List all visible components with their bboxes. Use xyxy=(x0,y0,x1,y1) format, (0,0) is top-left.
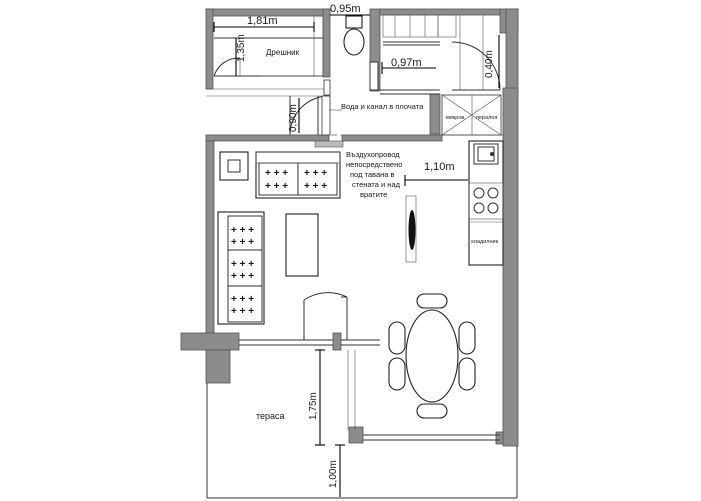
air-duct-label-4: стената и над xyxy=(352,180,401,189)
burner-icon xyxy=(487,187,499,199)
chair-icon xyxy=(416,403,448,419)
burner-icon xyxy=(473,187,485,199)
coffee-table xyxy=(285,213,319,277)
corridor: Вода и канал в плочата микров. пералня xyxy=(214,94,503,148)
cooktop xyxy=(468,182,504,220)
chair-icon xyxy=(458,357,476,391)
cushion-mark: + + + xyxy=(265,168,288,179)
microwave-label: микров. xyxy=(446,115,466,121)
dining-table xyxy=(405,309,459,403)
burner-icon xyxy=(473,202,485,214)
living-room: + + + + + + + + + + + + + + + + + + + + … xyxy=(217,150,417,340)
air-duct-label-2: непосредствено xyxy=(346,160,402,169)
water-sewer-label: Вода и канал в плочата xyxy=(341,102,424,111)
cushion-mark: + + + xyxy=(304,181,327,192)
bathtub-icon xyxy=(382,14,439,38)
terrace-label: тераса xyxy=(256,411,285,421)
dining xyxy=(388,293,476,419)
bathroom xyxy=(343,14,501,95)
dim-bath-right: 0,40m xyxy=(484,50,495,78)
cushion-mark: + + + xyxy=(231,294,254,305)
cushion-mark: + + + xyxy=(231,259,254,270)
cushion-mark: + + + xyxy=(231,271,254,282)
terrace: тераса xyxy=(206,339,518,499)
shaft-box xyxy=(219,151,249,181)
toilet-icon xyxy=(343,28,365,56)
closet: Дрешник xyxy=(206,15,331,97)
cushion-mark: + + + xyxy=(231,237,254,248)
dim-bath-width: 0,97m xyxy=(391,57,422,69)
dim-terrace-depth: 1,00m xyxy=(328,460,339,488)
closet-label: Дрешник xyxy=(266,48,300,57)
cushion-mark: + + + xyxy=(231,306,254,317)
dim-closet-width: 1,81m xyxy=(247,15,278,27)
dimensions: 1,81m 1,35m 0,95m 0,97m 0,40m 0,90m 1,10… xyxy=(213,3,500,497)
chair-icon xyxy=(458,321,476,355)
air-duct-label-1: Въздухопровод xyxy=(346,150,400,159)
dim-gap-top: 0,95m xyxy=(330,3,361,15)
washing-machine-label: пералня xyxy=(476,115,497,121)
burner-icon xyxy=(487,202,499,214)
cushion-mark: + + + xyxy=(231,225,254,236)
chair-icon xyxy=(416,293,448,309)
air-duct-label-5: вратите xyxy=(360,190,387,199)
air-duct-label-3: под тавана в xyxy=(350,170,395,179)
toilet-tank xyxy=(345,15,363,29)
tv-icon xyxy=(408,210,416,250)
fridge-label: хладилник xyxy=(471,239,499,245)
sink-icon xyxy=(473,143,499,165)
tv-console xyxy=(405,195,417,263)
dim-closet-depth: 1,35m xyxy=(236,34,247,62)
cushion-mark: + + + xyxy=(265,181,288,192)
dim-terrace-door: 1,75m xyxy=(308,392,319,420)
kitchen: хладилник xyxy=(468,140,504,266)
terrace-door-swing xyxy=(303,292,348,340)
chair-icon xyxy=(388,357,406,391)
dim-kitchen: 1,10m xyxy=(424,161,455,173)
chair-icon xyxy=(388,321,406,355)
cushion-mark: + + + xyxy=(304,168,327,179)
dim-hall-door: 0,90m xyxy=(288,104,299,132)
